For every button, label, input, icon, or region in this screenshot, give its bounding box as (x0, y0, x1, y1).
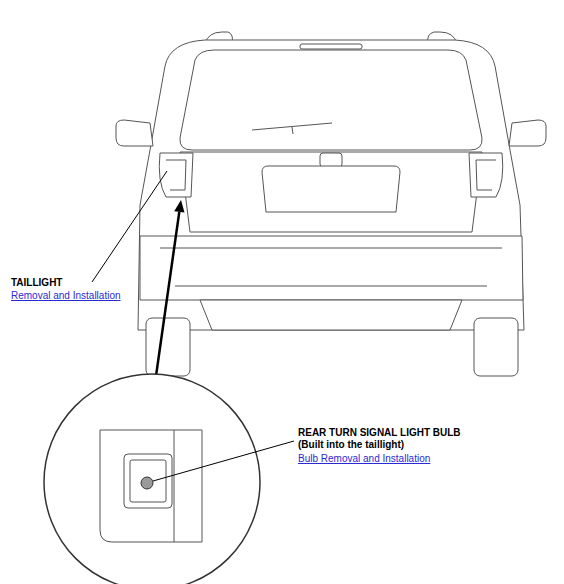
tailgate-panel (180, 152, 482, 232)
taillight-edge (174, 430, 175, 542)
arrow-head (174, 200, 184, 213)
taillight (469, 153, 503, 197)
rear-wiper (252, 123, 332, 134)
leader-line (92, 171, 167, 282)
part-name: REAR TURN SIGNAL LIGHT BULB (297, 427, 462, 439)
detail-inset (44, 374, 260, 584)
side-mirror (116, 120, 153, 146)
emblem (320, 153, 342, 167)
side-mirror (509, 120, 546, 146)
vehicle-body (138, 40, 524, 330)
bulb (141, 477, 153, 489)
taillight-detail (166, 160, 186, 190)
link-text: Removal and Installation (10, 290, 122, 302)
high-mount-stop-light (300, 44, 362, 49)
leader-line (153, 441, 294, 481)
rear-wheel (146, 318, 190, 376)
note-text: (Built into the taillight) (297, 439, 405, 451)
rear-wheel (474, 318, 518, 376)
callout-arrow (156, 212, 179, 376)
rear-window (180, 50, 482, 150)
rear-bumper (140, 236, 523, 300)
license-plate-recess (262, 166, 400, 212)
bumper-line (160, 248, 502, 286)
taillight-enlarged (100, 430, 202, 542)
part-name: TAILLIGHT (10, 277, 63, 289)
bulb-socket-inner (130, 460, 166, 502)
taillight-detail (476, 160, 496, 190)
bulb-socket (124, 454, 172, 508)
bumper-diffuser (200, 300, 462, 330)
link-text: Bulb Removal and Installation (297, 453, 431, 465)
